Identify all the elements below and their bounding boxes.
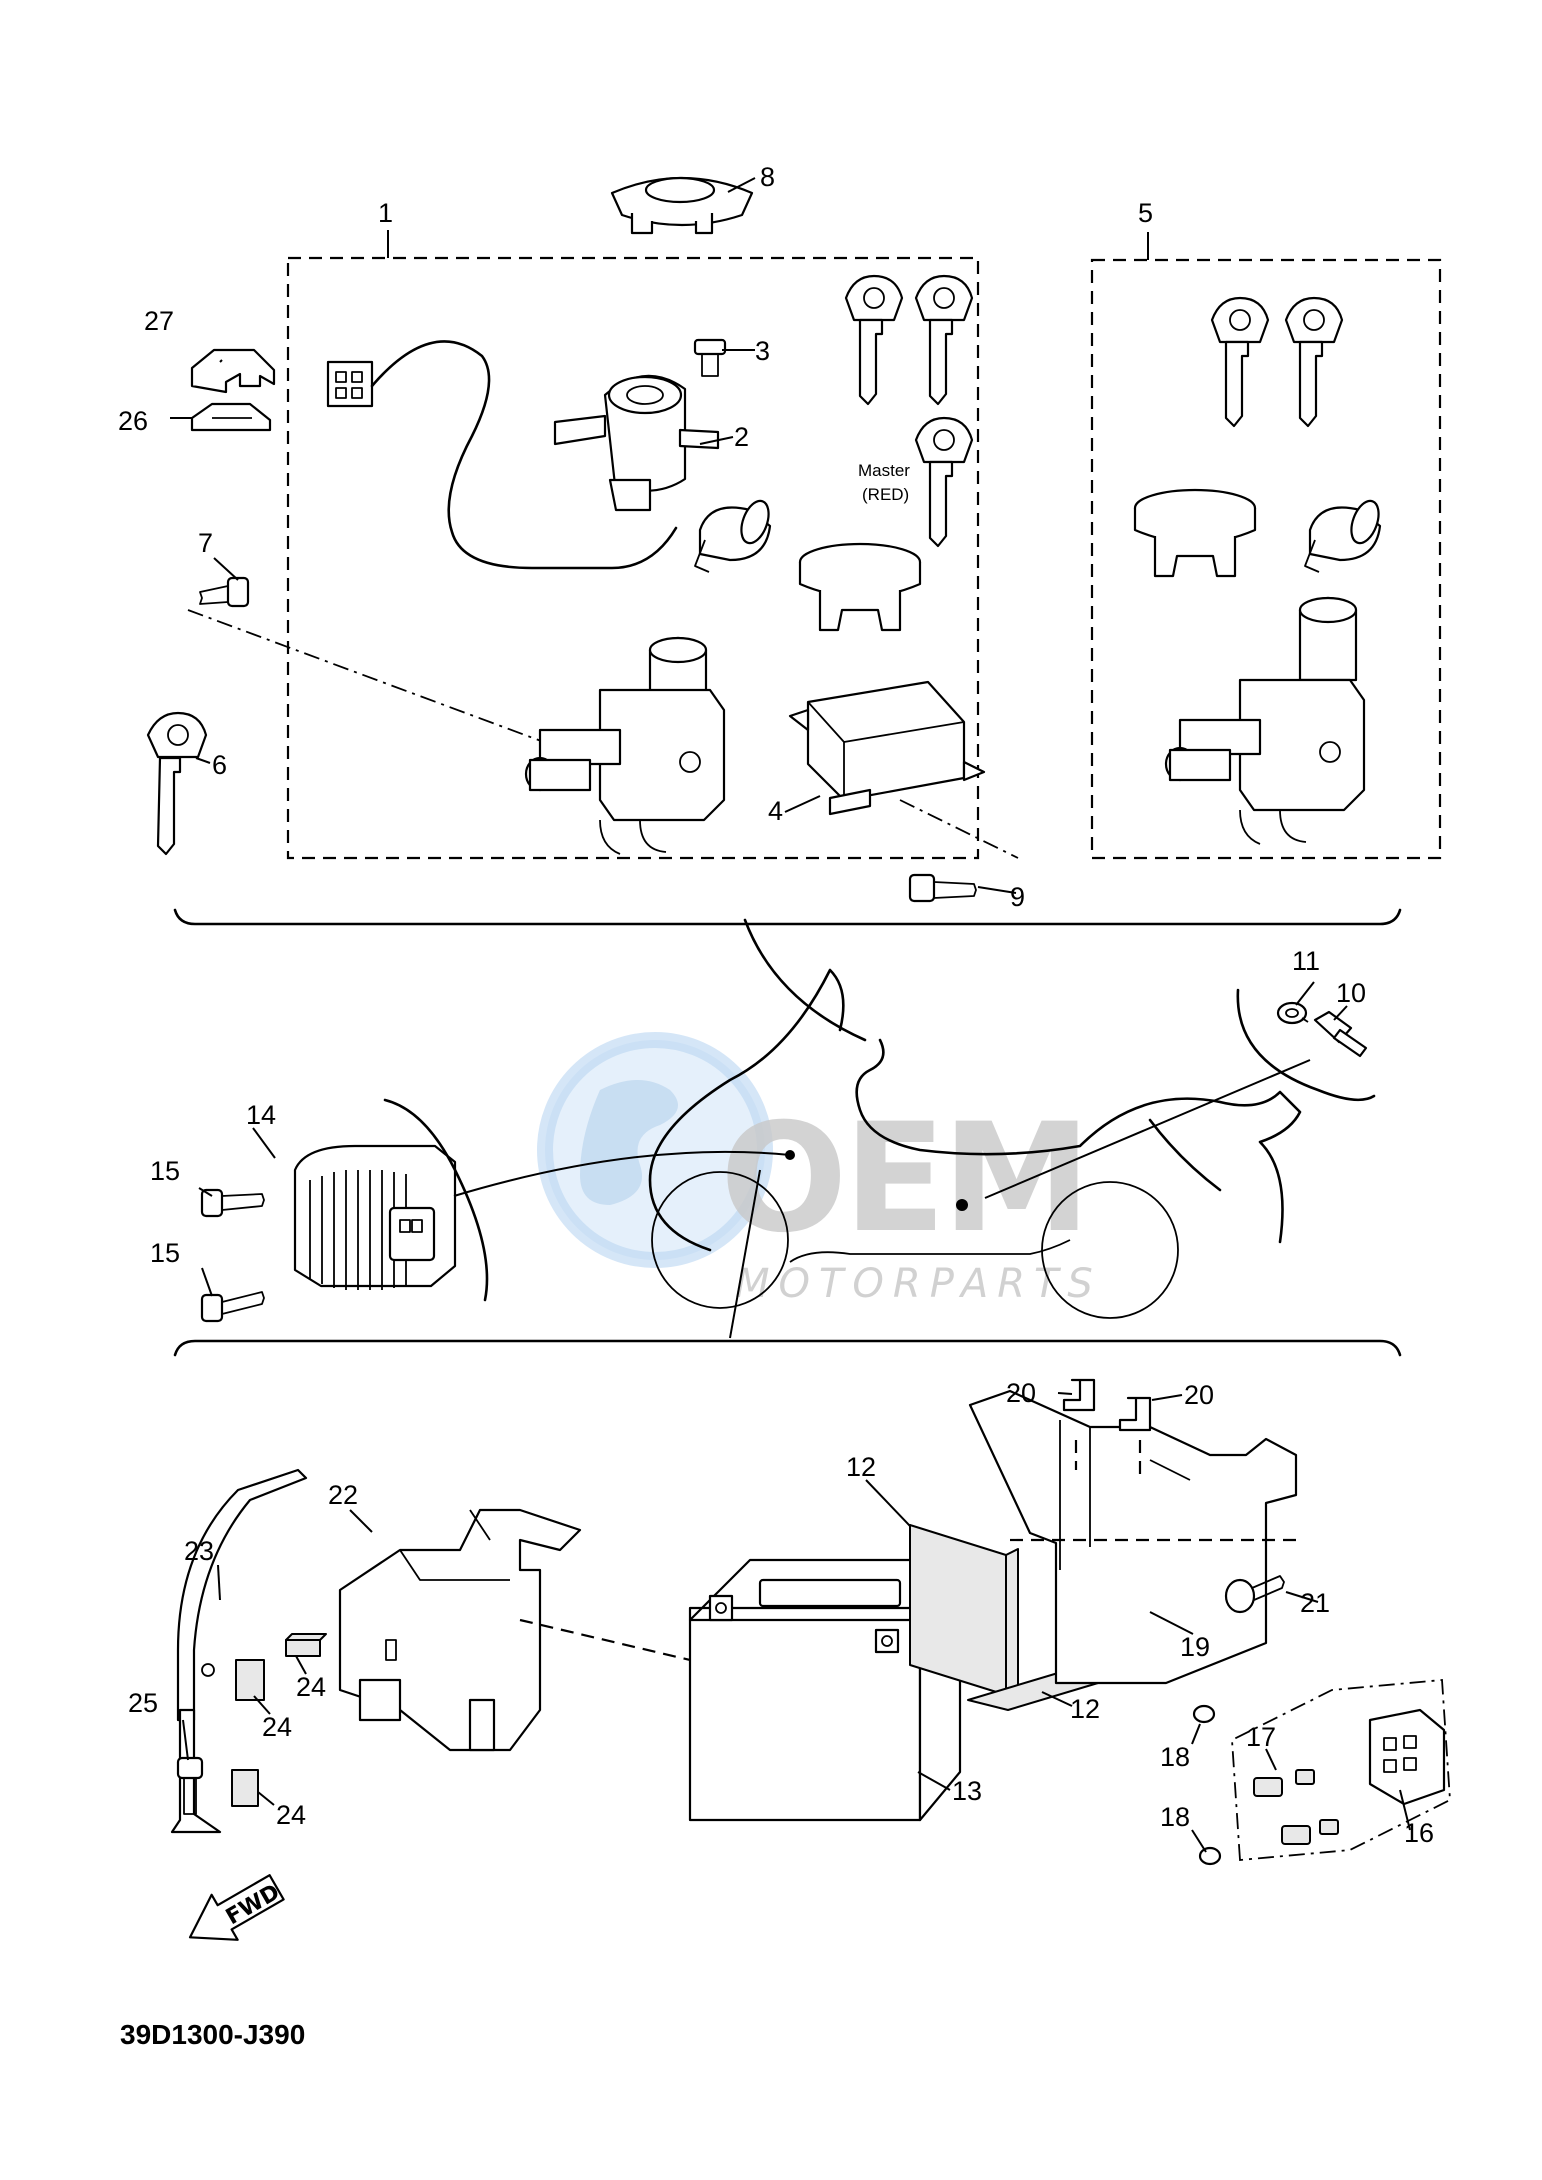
master-key-color: (RED) — [862, 485, 909, 504]
part-13-battery — [688, 1558, 962, 1822]
part-9-bolt — [908, 873, 977, 903]
section-brace-bottom — [173, 1339, 1402, 1357]
callout-12b: 12 — [1070, 1694, 1100, 1724]
part-20-clip-b — [1118, 1396, 1152, 1432]
callout-17: 17 — [1246, 1722, 1276, 1752]
part-4-immobilizer — [788, 680, 986, 816]
callout-24c: 24 — [276, 1800, 306, 1830]
part-21-bolt — [1224, 1575, 1285, 1614]
part-18-screw-upper — [1192, 1704, 1216, 1724]
keys-set-5 — [1210, 296, 1344, 428]
part-6-key — [146, 711, 208, 856]
part-2-ignition-switch — [326, 340, 720, 570]
callout-15b: 15 — [150, 1238, 180, 1268]
callout-26: 26 — [118, 406, 148, 436]
part-7-bolt — [199, 576, 250, 608]
set-box-1 — [286, 256, 980, 860]
callout-8: 8 — [760, 162, 775, 192]
part-8-cap — [610, 176, 754, 235]
master-key-label: Master — [858, 461, 910, 480]
ignition-lock-assembly-5 — [1164, 596, 1366, 845]
callout-12a: 12 — [846, 1452, 876, 1482]
part-15-bolt-upper — [200, 1188, 265, 1218]
regulator-bracket-curve — [383, 1098, 489, 1302]
fuel-cap-lock-1 — [798, 542, 922, 632]
callout-13: 13 — [952, 1776, 982, 1806]
diagram-code: 39D1300-J390 — [120, 2019, 305, 2050]
seat-lock-cylinder-5 — [1304, 499, 1382, 573]
part-26-clip — [190, 402, 272, 432]
callout-24a: 24 — [296, 1672, 326, 1702]
sensor-bracket-curve — [1236, 988, 1376, 1102]
part-24-pad-a — [285, 1633, 327, 1657]
keys-set-1: Master (RED) — [844, 274, 974, 548]
callout-18b: 18 — [1160, 1802, 1190, 1832]
part-16-fuse-box — [1231, 1679, 1451, 1861]
callout-4: 4 — [768, 796, 783, 826]
part-11-washer — [1276, 1001, 1308, 1025]
part-3-screw — [693, 338, 727, 377]
fuel-cap-lock-5 — [1133, 488, 1257, 578]
part-24-pad-b — [235, 1659, 265, 1701]
callout-15a: 15 — [150, 1156, 180, 1186]
callout-3: 3 — [755, 336, 770, 366]
callout-11: 11 — [1292, 946, 1320, 976]
callout-24b: 24 — [262, 1712, 292, 1742]
part-14-regulator — [293, 1144, 457, 1290]
callout-25: 25 — [128, 1688, 158, 1718]
ignition-lock-assembly-1 — [524, 636, 726, 855]
key-1a — [844, 274, 904, 406]
callout-14: 14 — [246, 1100, 276, 1130]
callout-7: 7 — [198, 528, 213, 558]
part-17-fuse-a — [1253, 1769, 1315, 1797]
callouts: 1 2 3 4 5 6 7 8 9 10 11 12 12 13 14 15 1… — [118, 162, 1434, 1848]
master-key — [914, 416, 974, 548]
section-brace-top — [173, 908, 1402, 926]
fwd-arrow: FWD — [188, 1874, 285, 1941]
part-10-sensor — [1301, 1010, 1368, 1058]
key-1b — [914, 274, 974, 406]
callout-2: 2 — [734, 422, 749, 452]
key-5b — [1284, 296, 1344, 428]
callout-21: 21 — [1300, 1588, 1330, 1618]
callout-5: 5 — [1138, 198, 1153, 228]
part-25-bolt — [176, 1756, 204, 1815]
part-24-pad-c — [231, 1769, 259, 1807]
key-5a — [1210, 296, 1270, 428]
callout-20b: 20 — [1184, 1380, 1214, 1410]
watermark: OEM MOTORPARTS — [537, 1032, 1102, 1307]
callout-20a: 20 — [1006, 1378, 1036, 1408]
set-box-5 — [1090, 258, 1442, 860]
callout-6: 6 — [212, 750, 227, 780]
part-12-pad-upper — [909, 1524, 1019, 1696]
seat-lock-cylinder-1 — [694, 499, 772, 573]
part-22-cover — [338, 1508, 582, 1752]
leader-lines — [170, 177, 1411, 1853]
part-15-bolt-lower — [200, 1291, 265, 1323]
callout-23: 23 — [184, 1536, 214, 1566]
part-17-fuse-b — [1281, 1819, 1339, 1845]
part-27-clip — [190, 348, 276, 394]
motorcycle-outline — [648, 918, 1302, 1319]
callout-18a: 18 — [1160, 1742, 1190, 1772]
callout-16: 16 — [1404, 1818, 1434, 1848]
callout-19: 19 — [1180, 1632, 1210, 1662]
part-18-screw-lower — [1198, 1846, 1222, 1866]
callout-9: 9 — [1010, 882, 1025, 912]
callout-22: 22 — [328, 1480, 358, 1510]
watermark-sub: MOTORPARTS — [735, 1261, 1102, 1307]
callout-27: 27 — [144, 306, 174, 336]
callout-10: 10 — [1336, 978, 1366, 1008]
part-20-clip-a — [1062, 1378, 1096, 1412]
callout-1: 1 — [378, 198, 393, 228]
